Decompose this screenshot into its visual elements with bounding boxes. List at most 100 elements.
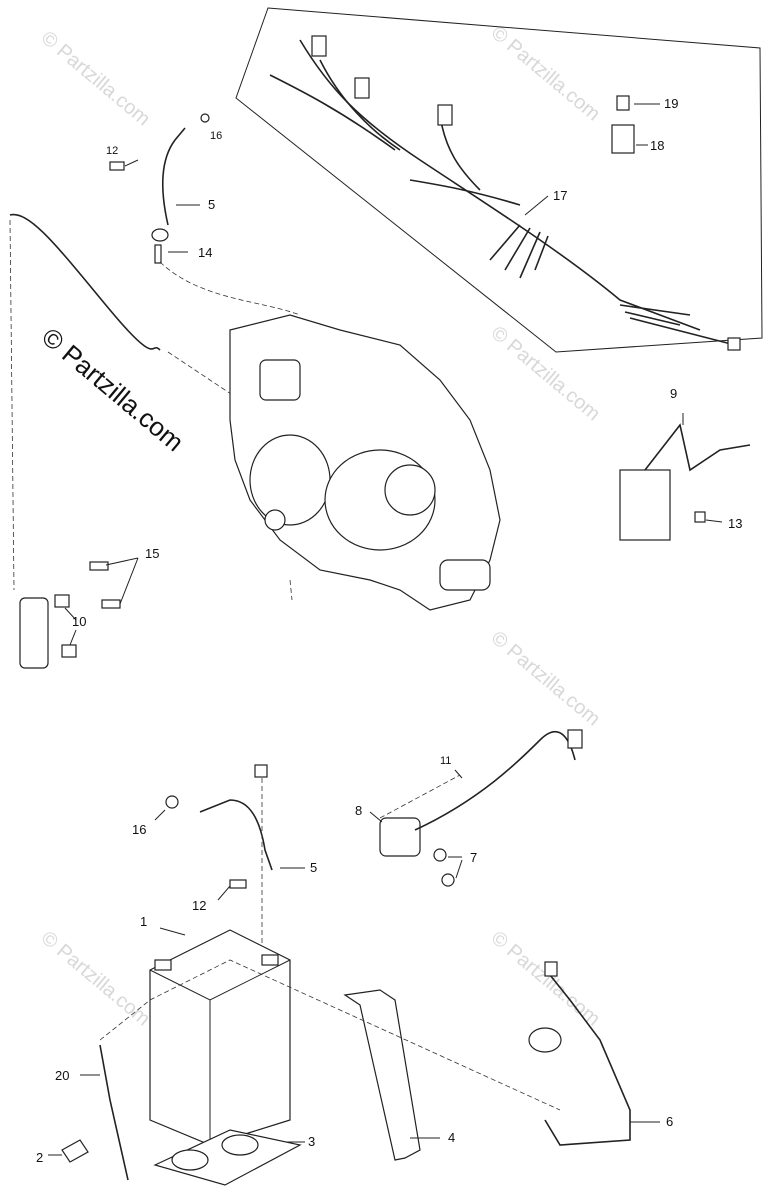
washer-16-upper xyxy=(200,113,210,123)
bolt-upper-lower xyxy=(254,764,268,778)
cable-6-boot xyxy=(528,1027,562,1053)
leader-12-lower xyxy=(217,885,231,901)
leader-10a xyxy=(64,607,77,621)
callout-16-upper: 16 xyxy=(210,130,222,142)
harness-branch-4 xyxy=(409,179,521,206)
connector-4 xyxy=(727,337,741,351)
bolt-12-upper xyxy=(109,161,125,171)
leader-13 xyxy=(705,519,723,523)
harness-branch-2 xyxy=(319,59,401,151)
bolt-15-upper xyxy=(89,561,109,571)
watermark-top-left: © Partzilla.com xyxy=(37,27,154,130)
regulator-group xyxy=(619,413,751,541)
callout-14: 14 xyxy=(198,245,212,260)
washer-16-lower xyxy=(165,795,179,809)
watermark-top-right: © Partzilla.com xyxy=(487,22,604,125)
solenoid-group xyxy=(369,729,583,887)
callout-2: 2 xyxy=(36,1150,43,1165)
leader-7b xyxy=(455,859,463,879)
cable-6 xyxy=(544,974,631,1146)
solenoid-8 xyxy=(379,817,421,857)
watermark-main: © Partzilla.com xyxy=(36,322,189,458)
fuse-19 xyxy=(616,95,630,111)
callout-6: 6 xyxy=(666,1114,673,1129)
cable-6-terminal xyxy=(544,961,558,977)
callout-9: 9 xyxy=(670,386,677,401)
callout-5-lower: 5 xyxy=(310,860,317,875)
battery-terminal-a xyxy=(154,959,172,971)
callout-3: 3 xyxy=(308,1134,315,1149)
leader-8 xyxy=(369,811,383,823)
pad-hole-b xyxy=(221,1134,259,1156)
callout-13: 13 xyxy=(728,516,742,531)
engine-carb xyxy=(259,359,301,401)
connector-3 xyxy=(437,104,453,126)
solenoid-connector xyxy=(567,729,583,749)
harness-ends xyxy=(619,304,736,346)
solenoid-wire xyxy=(414,731,576,831)
starter-10 xyxy=(19,597,49,669)
leader-11 xyxy=(454,769,463,779)
watermark-mid-right: © Partzilla.com xyxy=(487,322,604,425)
leader-15b xyxy=(119,557,139,605)
leader-16-lower xyxy=(154,809,166,821)
inset-frame xyxy=(235,7,763,353)
leader-1 xyxy=(159,927,186,936)
callout-8: 8 xyxy=(355,803,362,818)
leader-17 xyxy=(524,195,549,216)
watermark-bottom-right: © Partzilla.com xyxy=(487,927,604,1030)
callout-17: 17 xyxy=(553,188,567,203)
boot-upper xyxy=(151,228,169,242)
leader-12-upper xyxy=(124,159,139,167)
ground-cable-lower xyxy=(154,764,305,950)
engine-gear xyxy=(264,509,286,531)
starter-group xyxy=(19,557,139,669)
strap-4 xyxy=(343,989,421,1161)
callout-15: 15 xyxy=(145,546,159,561)
dash-11 xyxy=(379,774,461,819)
callout-16-lower: 16 xyxy=(132,822,146,837)
callout-7: 7 xyxy=(470,850,477,865)
callout-4: 4 xyxy=(448,1130,455,1145)
wire-harness-inset xyxy=(235,7,763,353)
plug-14 xyxy=(154,244,162,264)
cable-5-lower xyxy=(199,799,273,871)
callout-labels: 1 2 3 4 5 5 6 7 8 9 10 11 12 12 13 14 15… xyxy=(36,96,742,1165)
harness-main xyxy=(299,39,701,331)
regulator-wires xyxy=(644,423,751,472)
callout-12-lower: 12 xyxy=(192,898,206,913)
vent-tube-20 xyxy=(99,1044,129,1181)
nut-7-upper xyxy=(433,848,447,862)
watermark-bottom-left: © Partzilla.com xyxy=(37,927,154,1030)
harness-branch-3 xyxy=(439,114,481,191)
dash-engine-bottom xyxy=(289,579,293,601)
bolt-15-lower xyxy=(101,599,121,609)
engine-assembly xyxy=(229,314,501,611)
callout-5-upper: 5 xyxy=(208,197,215,212)
pad-3 xyxy=(153,1129,302,1186)
engine-cover-left xyxy=(249,434,331,526)
callout-1: 1 xyxy=(140,914,147,929)
dash-upper xyxy=(159,261,301,316)
regulator-9 xyxy=(619,469,671,541)
starter-motor xyxy=(439,559,491,591)
callout-12-upper: 12 xyxy=(106,145,118,157)
battery-1 xyxy=(149,929,291,1146)
starter-cable xyxy=(9,213,161,351)
cable-5-upper xyxy=(161,127,186,226)
dash-engine xyxy=(167,351,241,401)
leader-10b xyxy=(69,629,77,646)
callout-18: 18 xyxy=(650,138,664,153)
pad-hole-a xyxy=(171,1149,209,1171)
battery-terminal-b xyxy=(261,954,279,966)
harness-leads xyxy=(489,224,549,279)
callout-19: 19 xyxy=(664,96,678,111)
ground-cable-upper xyxy=(109,113,301,316)
clip-2 xyxy=(61,1139,89,1163)
callout-11: 11 xyxy=(440,755,451,767)
dash-battery xyxy=(99,959,561,1111)
battery-group xyxy=(48,927,660,1186)
watermark-lower-right: © Partzilla.com xyxy=(487,627,604,730)
connector-2 xyxy=(354,77,370,99)
